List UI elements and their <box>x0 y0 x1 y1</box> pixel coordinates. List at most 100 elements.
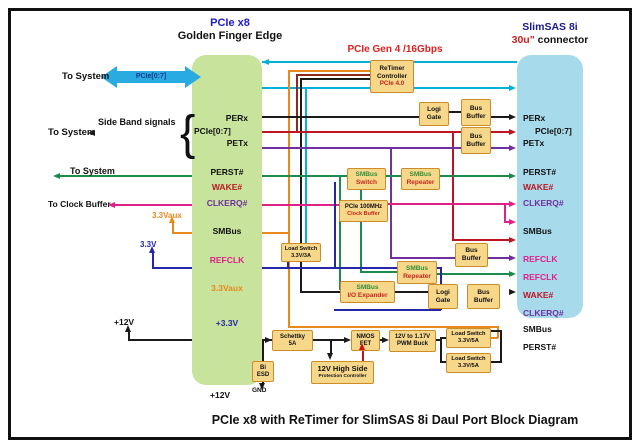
pin-left-33vaux: 3.3Vaux <box>211 283 243 293</box>
wire-clkerq-b <box>390 257 455 259</box>
wire-clkerq-a <box>262 147 461 149</box>
wire-12v-ls1 <box>440 337 446 339</box>
pin-left-wake: WAKE# <box>211 182 243 192</box>
wire-wake-riser <box>452 131 454 240</box>
wire-black-riser <box>300 78 302 292</box>
to-system-sideband-label: To System <box>48 127 96 138</box>
wire-refclk-out2 <box>504 221 511 223</box>
wire-33v-left <box>152 267 192 269</box>
pcie-double-arrow-right-icon <box>185 66 201 88</box>
wire-smbus-a3 <box>438 175 511 177</box>
hs-protection-box: 12V High Side Protection Controller <box>311 361 374 384</box>
pin-left-perst: PERST# <box>210 167 244 177</box>
wire-perst-a <box>262 116 419 118</box>
wire-petx-left <box>262 87 370 89</box>
wire-12v-hs-drop <box>330 339 332 354</box>
sideband-brace: { <box>180 104 196 160</box>
arrow-sideband-icon <box>88 129 95 136</box>
wire-smbus-riser2 <box>339 175 341 290</box>
arrow-petx-icon <box>509 84 516 91</box>
right-header-rest: connector <box>534 34 589 46</box>
pin-right-smbus2: SMBus <box>523 324 552 334</box>
wire-33v-rail <box>262 267 440 269</box>
arrow-perx-left-icon <box>262 58 269 65</box>
wire-aux-left <box>172 232 192 234</box>
arrow-refclk-left-icon <box>108 201 115 208</box>
arrow-refclk2-icon <box>509 218 516 225</box>
arrow-perst2-icon <box>509 288 516 295</box>
arrow-33v-up-icon <box>148 246 155 253</box>
pin-right-perst2: PERST# <box>523 342 557 352</box>
pin-right-petx: PETx <box>523 138 545 148</box>
wire-12v-split <box>440 337 442 362</box>
wire-aux-loop <box>288 326 497 328</box>
golden-finger-block: PERx PCIe[0:7] PETx PERST# WAKE# CLKERQ#… <box>192 55 262 400</box>
arrow-clkerq1-icon <box>509 144 516 151</box>
wire-ls-out-loop <box>500 330 502 363</box>
arrow-schottky-in-icon <box>265 336 272 343</box>
wire-petx-right <box>412 87 510 89</box>
wire-black-stub <box>300 78 370 80</box>
wire-smbus-b2 <box>435 273 511 275</box>
pcie-bus-label: PCIe[0:7] <box>135 73 167 80</box>
wire-33v-riser <box>334 182 336 268</box>
arrow-perst1-icon <box>509 113 516 120</box>
pin-left-smbus: SMBus <box>212 226 242 236</box>
wire-clkerq-out <box>489 147 511 149</box>
wire-clkerq-riser <box>390 147 392 258</box>
arrow-wake1-icon <box>509 128 516 135</box>
wire-smbus-a2 <box>384 175 401 177</box>
arrow-12v-up-icon <box>124 325 131 332</box>
pin-left-33v: +3.3V <box>215 318 239 328</box>
pin-right-refclk1: REFCLK <box>523 254 558 264</box>
wire-ls2-out <box>489 361 500 363</box>
arrow-refclk1-icon <box>509 200 516 207</box>
wire-cyan-riser <box>305 88 307 246</box>
wire-aux-loop-drop <box>497 326 499 338</box>
wire-aux-riser <box>288 70 290 327</box>
arrow-smbus-left-icon <box>53 172 60 179</box>
pin-right-clkerq2: CLKERQ# <box>523 308 564 318</box>
pin-left-petx: PETx <box>226 138 248 148</box>
wire-refclk-out1 <box>386 203 511 205</box>
pin-left-pcie07: PCIe[0:7] <box>194 126 231 136</box>
right-header-line1: SlimSAS 8i <box>522 21 578 33</box>
wire-fet-gate <box>362 349 364 362</box>
right-header-line2: 30u" connector <box>490 34 610 46</box>
wire-wake-a <box>262 131 461 133</box>
pin-right-perx: PERx <box>523 113 546 123</box>
wire-33v-ls3a <box>287 260 289 268</box>
pin-right-wake1: WAKE# <box>523 182 554 192</box>
pin-left-12v: +12V <box>210 390 231 400</box>
wire-smbus-b1 <box>360 271 397 273</box>
pin-right-pcie07: PCIe[0:7] <box>535 126 572 136</box>
wire-wake-out <box>489 131 511 133</box>
to-clock-buffer-label: To Clock Buffer <box>48 199 111 209</box>
to-system-smbus-label: To System <box>70 166 115 176</box>
wire-12v-c <box>378 339 385 341</box>
wire-clkerq-b-out <box>486 257 511 259</box>
diagram-title: PCIe x8 with ReTimer for SlimSAS 8i Daul… <box>211 413 579 427</box>
wire-12v-b <box>311 339 345 341</box>
arrow-smbus2-icon <box>509 270 516 277</box>
wire-12v-left <box>128 339 192 341</box>
arrow-smbus1-icon <box>509 172 516 179</box>
left-header-line2: Golden Finger Edge <box>177 30 283 42</box>
wire-aux-to-retimer <box>288 70 370 72</box>
outer-frame <box>8 8 632 440</box>
wire-perst-out <box>489 116 511 118</box>
pin-right-wake2: WAKE# <box>523 290 554 300</box>
pcie-clock-buffer-box: PCIe 100MHz Clock Buffer <box>339 200 388 222</box>
pcie-double-arrow-left-icon <box>101 66 117 88</box>
